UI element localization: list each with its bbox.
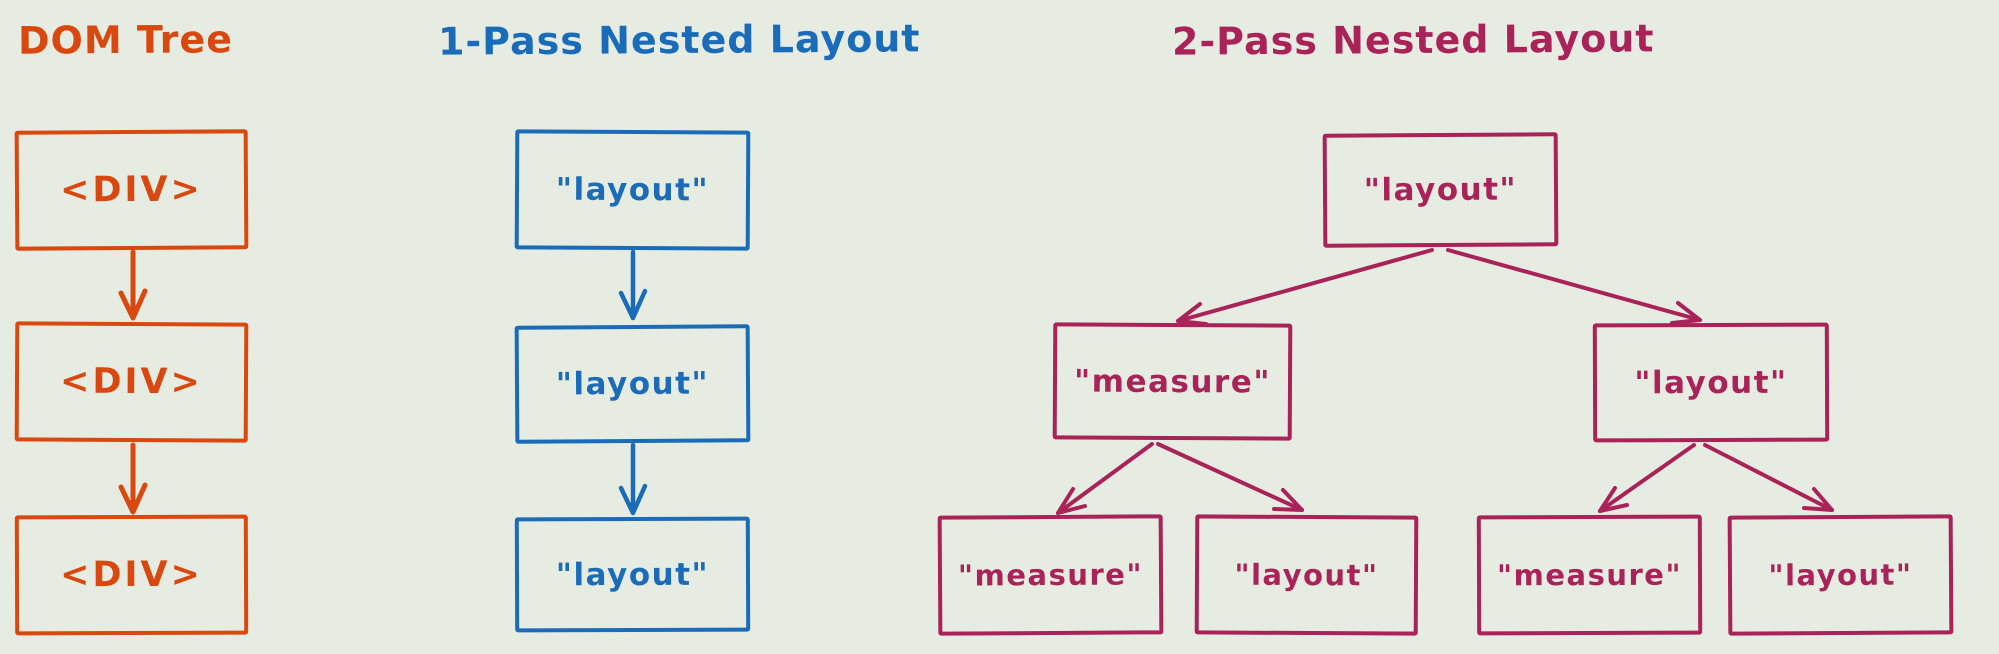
arrow-twopass-root-right bbox=[1446, 248, 1702, 325]
arrow-twopass-right-leaf4 bbox=[1703, 443, 1834, 512]
two-pass-leaf-3-label: "measure" bbox=[1496, 557, 1683, 593]
one-pass-node-3: "layout" bbox=[514, 516, 751, 633]
two-pass-leaf-4-label: "layout" bbox=[1768, 557, 1913, 593]
arrow-domtree-2 bbox=[118, 442, 148, 515]
two-pass-leaf-1-label: "measure" bbox=[957, 557, 1144, 593]
two-pass-title: 2-Pass Nested Layout bbox=[1171, 16, 1655, 64]
one-pass-node-1: "layout" bbox=[514, 129, 751, 251]
two-pass-leaf-4: "layout" bbox=[1727, 514, 1954, 636]
two-pass-child-left: "measure" bbox=[1052, 322, 1293, 441]
one-pass-node-1-label: "layout" bbox=[555, 171, 710, 209]
arrow-onepass-2 bbox=[618, 442, 648, 516]
dom-tree-node-2-label: <DIV> bbox=[59, 361, 204, 403]
arrow-twopass-left-leaf1 bbox=[1056, 442, 1154, 515]
dom-tree-node-3: <DIV> bbox=[14, 514, 249, 636]
two-pass-leaf-2: "layout" bbox=[1194, 514, 1419, 636]
two-pass-child-left-label: "measure" bbox=[1073, 362, 1272, 401]
two-pass-root-label: "layout" bbox=[1363, 171, 1518, 209]
dom-tree-title: DOM Tree bbox=[17, 17, 234, 63]
two-pass-leaf-2-label: "layout" bbox=[1234, 557, 1379, 593]
two-pass-child-right-label: "layout" bbox=[1634, 364, 1788, 401]
one-pass-title: 1-Pass Nested Layout bbox=[437, 16, 921, 64]
two-pass-root: "layout" bbox=[1322, 132, 1559, 248]
two-pass-child-right: "layout" bbox=[1592, 322, 1830, 443]
arrow-twopass-root-left bbox=[1176, 248, 1434, 326]
dom-tree-node-3-label: <DIV> bbox=[60, 554, 203, 596]
dom-tree-node-1-label: <DIV> bbox=[59, 169, 204, 211]
one-pass-node-2: "layout" bbox=[514, 324, 751, 444]
two-pass-leaf-1: "measure" bbox=[937, 514, 1164, 636]
arrow-onepass-1 bbox=[618, 249, 648, 321]
two-pass-leaf-3: "measure" bbox=[1476, 514, 1703, 636]
dom-tree-node-2: <DIV> bbox=[14, 321, 249, 443]
one-pass-node-2-label: "layout" bbox=[555, 365, 710, 403]
dom-tree-node-1: <DIV> bbox=[14, 129, 249, 251]
arrow-twopass-left-leaf2 bbox=[1156, 442, 1304, 512]
one-pass-node-3-label: "layout" bbox=[555, 556, 710, 593]
arrow-domtree-1 bbox=[118, 249, 148, 321]
arrow-twopass-right-leaf3 bbox=[1598, 443, 1696, 513]
